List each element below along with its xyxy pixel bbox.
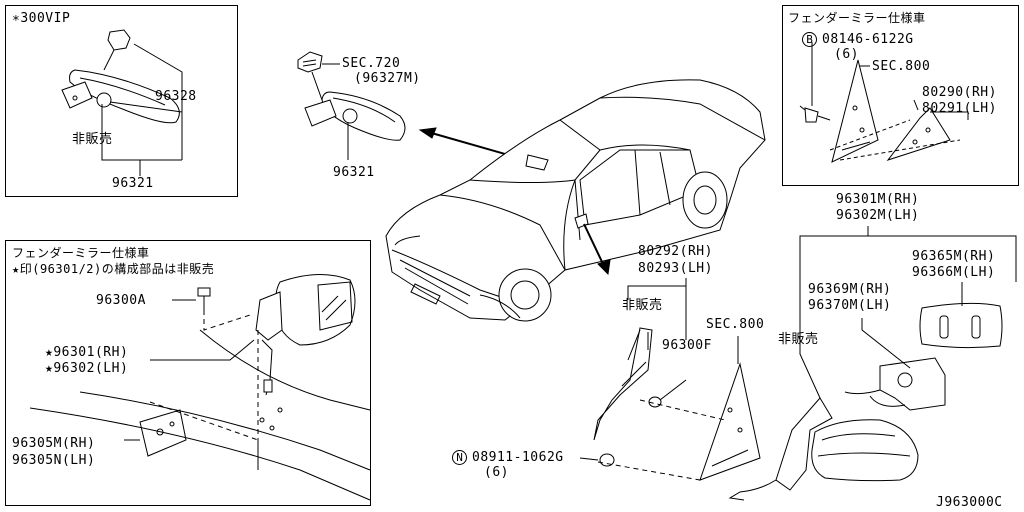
part-96369M-label: 96369M(RH) bbox=[808, 282, 892, 297]
fender-mirror-header-top: フェンダーミラー仕様車 bbox=[788, 11, 926, 25]
part-96305N-label: 96305N(LH) bbox=[12, 453, 96, 468]
not-for-sale-vip-label: 非販売 bbox=[72, 132, 113, 147]
leader-96328 bbox=[109, 43, 183, 160]
leader-not-for-sale-vip bbox=[101, 104, 182, 161]
part-96302-label: ★96302(LH) bbox=[45, 361, 129, 376]
sec720-sub-label: (96327M) bbox=[354, 71, 421, 86]
leader-96300F bbox=[647, 332, 687, 401]
part-96300A-label: 96300A bbox=[96, 293, 146, 308]
nut-part-label: 08911-1062G bbox=[472, 450, 564, 465]
bottom-left-box bbox=[5, 240, 371, 506]
bolt-part-label: 08146-6122G bbox=[822, 32, 914, 47]
fender-mirror-header-bottom: フェンダーミラー仕様車 bbox=[12, 246, 150, 260]
part-96365M-label: 96365M(RH) bbox=[912, 249, 996, 264]
part-96366M-label: 96366M(LH) bbox=[912, 265, 996, 280]
not-for-sale-center-label: 非販売 bbox=[622, 298, 663, 313]
leader-96301 bbox=[150, 339, 255, 361]
part-96370M-label: 96370M(LH) bbox=[808, 298, 892, 313]
top-left-box bbox=[5, 5, 238, 197]
part-80292-label: 80292(RH) bbox=[638, 244, 713, 259]
not-for-sale-note: ★印(96301/2)の構成部品は非販売 bbox=[12, 262, 215, 276]
leader-96301M bbox=[799, 226, 1017, 399]
part-96302M-label: 96302M(LH) bbox=[836, 208, 920, 223]
door-mirror-drawing bbox=[728, 302, 1003, 501]
rearview-mirror-vip-drawing bbox=[61, 29, 180, 124]
part-96300F-label: 96300F bbox=[662, 338, 712, 353]
arrow-to-door-mirror bbox=[583, 223, 605, 267]
part-96321-vip-label: 96321 bbox=[112, 176, 154, 191]
leader-80292 bbox=[627, 278, 687, 340]
rearview-mirror-center-drawing bbox=[297, 51, 406, 141]
not-for-sale-right-label: 非販売 bbox=[778, 332, 819, 347]
top-right-box bbox=[782, 5, 1019, 186]
part-96328-label: 96328 bbox=[155, 89, 197, 104]
fender-mirror-drawing bbox=[29, 273, 371, 501]
part-80290-label: 80290(RH) bbox=[922, 85, 997, 100]
nut-qty-label: (6) bbox=[484, 465, 509, 480]
part-96301M-label: 96301M(RH) bbox=[836, 192, 920, 207]
part-96305M-label: 96305M(RH) bbox=[12, 436, 96, 451]
bolt-qty-label: (6) bbox=[834, 47, 859, 62]
diagram-code: J963000C bbox=[936, 495, 1003, 510]
part-80293-label: 80293(LH) bbox=[638, 261, 713, 276]
car-drawing bbox=[385, 79, 766, 322]
leader-80290 bbox=[913, 99, 969, 120]
sec800-door-label: SEC.800 bbox=[706, 317, 765, 332]
part-96321-center-label: 96321 bbox=[333, 165, 375, 180]
part-80291-label: 80291(LH) bbox=[922, 101, 997, 116]
sec800-fender-label: SEC.800 bbox=[872, 59, 931, 74]
leader-nut bbox=[579, 457, 599, 461]
bolt-marker: B bbox=[802, 32, 817, 47]
sec720-label: SEC.720 bbox=[342, 56, 401, 71]
door-mirror-bracket-drawing bbox=[593, 327, 761, 481]
leader-96369M bbox=[861, 318, 911, 369]
vip-header: ∗300VIP bbox=[12, 11, 71, 26]
nut-marker: N bbox=[452, 450, 467, 465]
part-96301-label: ★96301(RH) bbox=[45, 345, 129, 360]
